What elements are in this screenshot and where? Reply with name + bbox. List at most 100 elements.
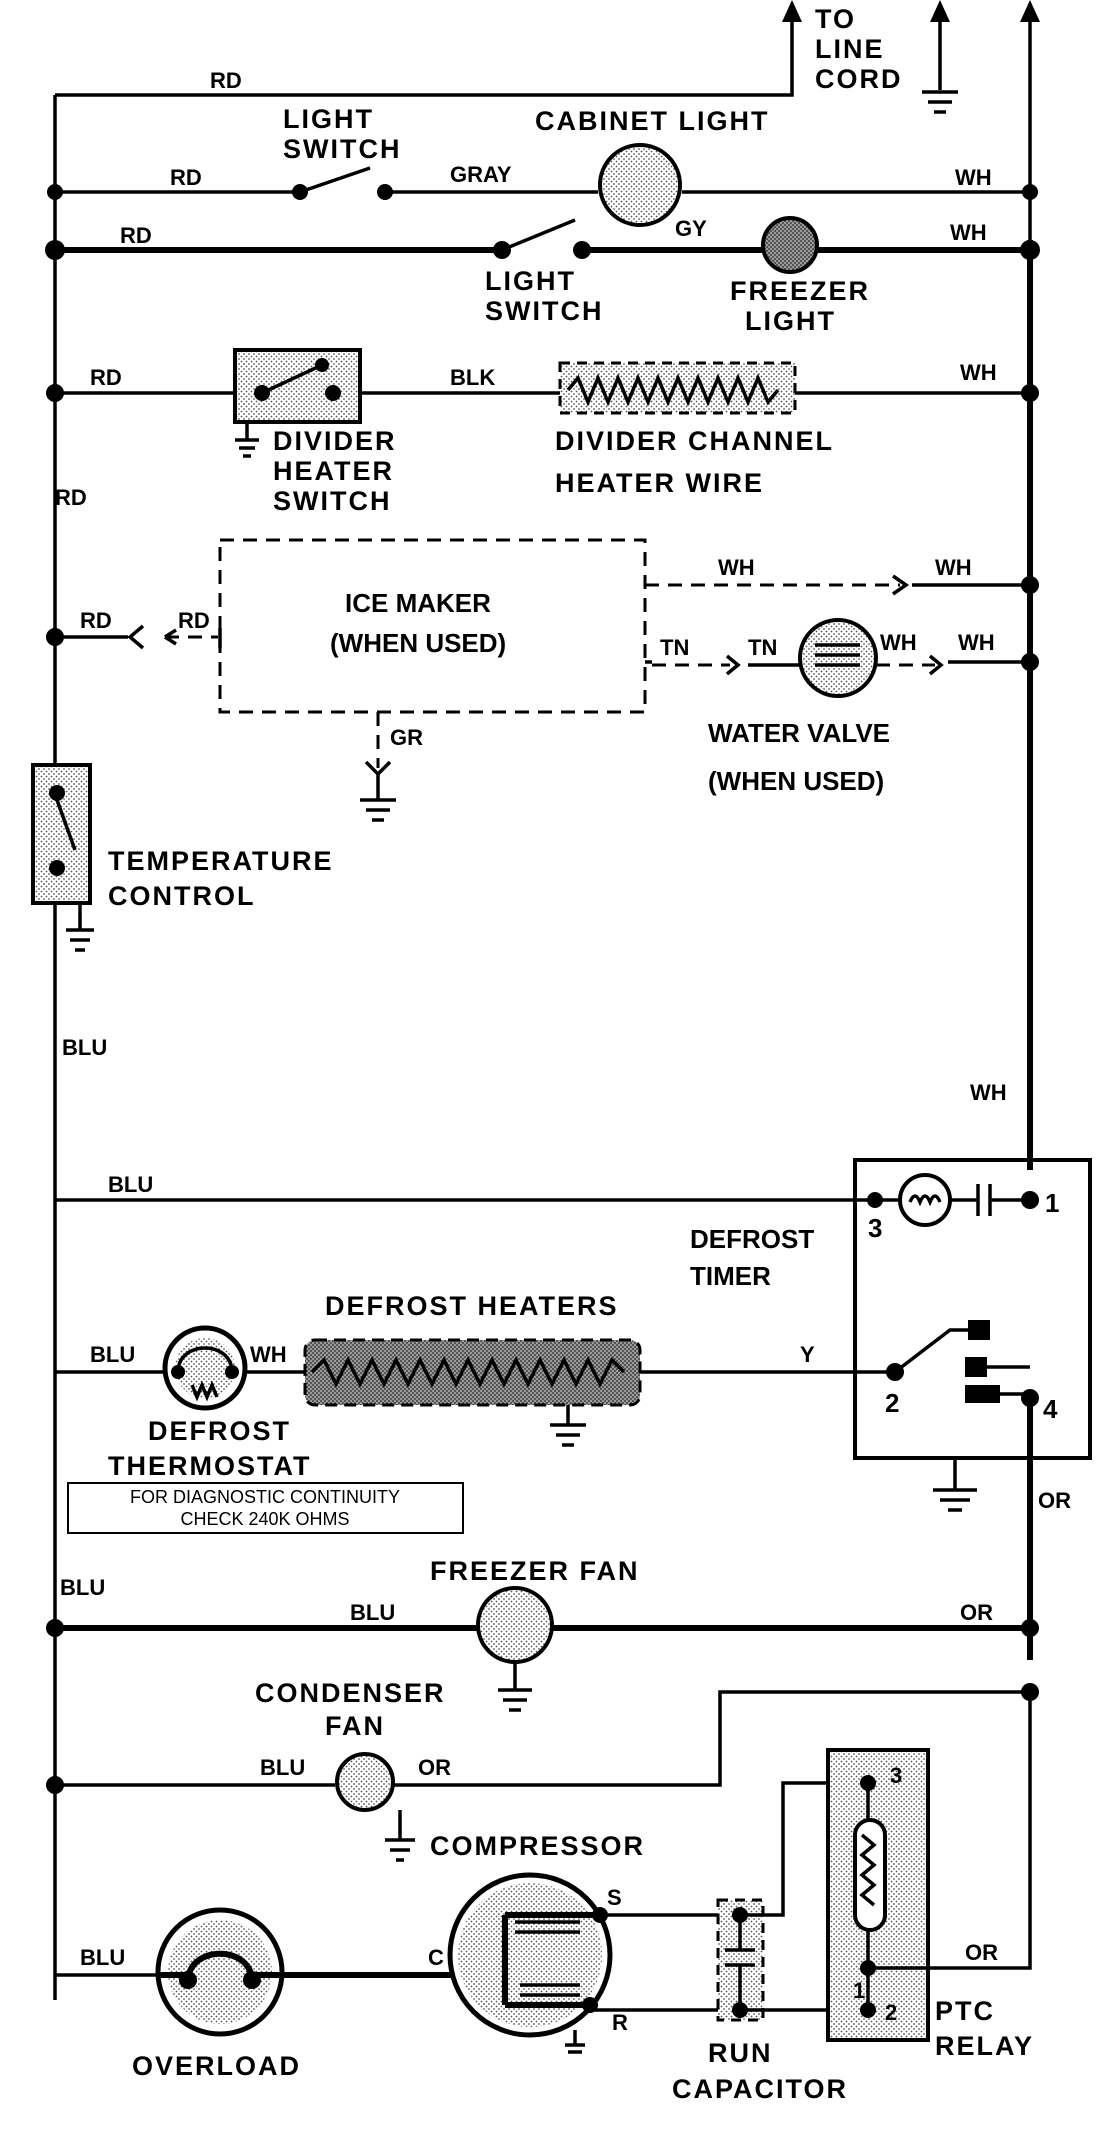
freezer-light-label-1: FREEZER [730,276,870,306]
ptc-terminal-2: 2 [885,2000,897,2025]
divider-heater-circuit [46,348,1039,458]
wire-label-blu: BLU [60,1575,105,1600]
light-switch-bottom-label-1: LIGHT [485,266,576,296]
wire-label-rd: RD [178,608,210,633]
wire-label-wh: WH [970,1080,1007,1105]
temperature-control [31,763,94,952]
wire-label-rd: RD [90,365,122,390]
light-switch-bottom-label-2: SWITCH [485,296,603,326]
ptc-thermistor-icon [853,1818,887,1932]
freezer-fan-motor-icon [476,1586,554,1664]
wire-label-wh: WH [935,555,972,580]
wire-label-or: OR [960,1600,993,1625]
compressor-circuit [55,1692,1032,2054]
wire-label-gy: GY [675,216,707,241]
cabinet-light-label: CABINET LIGHT [535,106,770,136]
run-capacitor-label-1: RUN [708,2038,773,2068]
ptc-relay-label-1: PTC [935,1996,995,2026]
temperature-control-box [31,763,92,905]
diagnostic-note-line-2: CHECK 240K OHMS [180,1509,349,1529]
divider-channel-heater-label-2: HEATER WIRE [555,468,764,498]
divider-heater-switch-label-1: DIVIDER [273,426,397,456]
ptc-terminal-1: 1 [853,1978,865,2003]
wire-label-rd: RD [210,68,242,93]
cabinet-light-circuit [47,143,1038,227]
wire-label-wh: WH [950,220,987,245]
freezer-fan-circuit [46,1586,1039,1712]
ice-maker-box [218,538,647,714]
wire-label-blu: BLU [90,1342,135,1367]
condenser-fan-motor-icon [335,1752,395,1812]
cabinet-light-bulb-icon [598,143,682,227]
wire-label-rd: RD [55,485,87,510]
wire-label-rd: RD [120,223,152,248]
overload-label: OVERLOAD [132,2051,301,2081]
wire-label-blu: BLU [62,1035,107,1060]
freezer-light-bulb-icon [761,216,819,274]
wire-label-blu: BLU [350,1600,395,1625]
defrost-thermostat-label-2: THERMOSTAT [108,1451,311,1481]
to-line-cord-label-1: TO [815,4,856,34]
defrost-timer-label-1: DEFROST [690,1224,814,1254]
line-cord-feed-wire [55,10,794,97]
wire-label-wh: WH [955,165,992,190]
freezer-fan-label: FREEZER FAN [430,1556,640,1586]
timer-motor-icon [898,1173,952,1227]
defrost-timer-box [853,1158,1092,1460]
run-capacitor-label-2: CAPACITOR [672,2074,848,2104]
diagnostic-note: FOR DIAGNOSTIC CONTINUITY CHECK 240K OHM… [67,1482,464,1534]
wire-label-or: OR [418,1755,451,1780]
compressor-terminal-r: R [612,2010,628,2035]
timer-terminal-1: 1 [1045,1188,1059,1218]
diagnostic-note-line-1: FOR DIAGNOSTIC CONTINUITY [130,1487,400,1507]
divider-heater-switch-label-3: SWITCH [273,486,391,516]
wire-label-blu: BLU [260,1755,305,1780]
compressor-terminal-c: C [428,1945,444,1970]
condenser-fan-circuit [46,1683,1039,1862]
light-switch-top-label-1: LIGHT [283,104,374,134]
divider-channel-heater-label-1: DIVIDER CHANNEL [555,426,834,456]
divider-heater-switch-label-2: HEATER [273,456,394,486]
water-valve-label-1: WATER VALVE [708,718,890,748]
ice-maker-circuit [46,538,1039,822]
wire-label-wh: WH [250,1342,287,1367]
condenser-fan-label-1: CONDENSER [255,1678,446,1708]
compressor-label: COMPRESSOR [430,1831,645,1861]
defrost-timer [55,1158,1092,1660]
freezer-light-circuit [45,216,1040,274]
wire-label-rd: RD [80,608,112,633]
defrost-timer-label-2: TIMER [690,1261,771,1291]
timer-terminal-3: 3 [868,1213,882,1243]
light-switch-top-label-2: SWITCH [283,134,401,164]
freezer-light-label-2: LIGHT [745,306,836,336]
defrost-thermostat-label-1: DEFROST [148,1416,291,1446]
wire-label-wh: WH [960,360,997,385]
wire-label-or: OR [965,1940,998,1965]
wire-label-blu: BLU [80,1945,125,1970]
wire-label-tn: TN [748,635,777,660]
defrost-heater-circuit [55,1325,895,1447]
to-line-cord-label-3: CORD [815,64,903,94]
compressor-terminal-s: S [607,1885,622,1910]
wire-label-wh: WH [958,630,995,655]
wire-label-tn: TN [660,635,689,660]
wire-label-or: OR [1038,1488,1071,1513]
wire-label-rd: RD [170,165,202,190]
temperature-control-label-2: CONTROL [108,881,255,911]
ground-icon [922,90,958,114]
wire-label-gray: GRAY [450,162,512,187]
condenser-fan-label-2: FAN [325,1711,385,1741]
wire-label-wh: WH [880,630,917,655]
divider-channel-heater-box [558,361,797,415]
wire-label-wh: WH [718,555,755,580]
divider-heater-switch-box [233,348,362,424]
to-line-cord-label-2: LINE [815,34,885,64]
temperature-control-label-1: TEMPERATURE [108,846,334,876]
timer-terminal-4: 4 [1043,1394,1058,1424]
wire-label-gr: GR [390,725,423,750]
ptc-relay-label-2: RELAY [935,2031,1034,2061]
water-valve-icon [798,618,878,698]
ice-maker-label-1: ICE MAKER [345,588,491,618]
defrost-heaters-label: DEFROST HEATERS [325,1291,619,1321]
